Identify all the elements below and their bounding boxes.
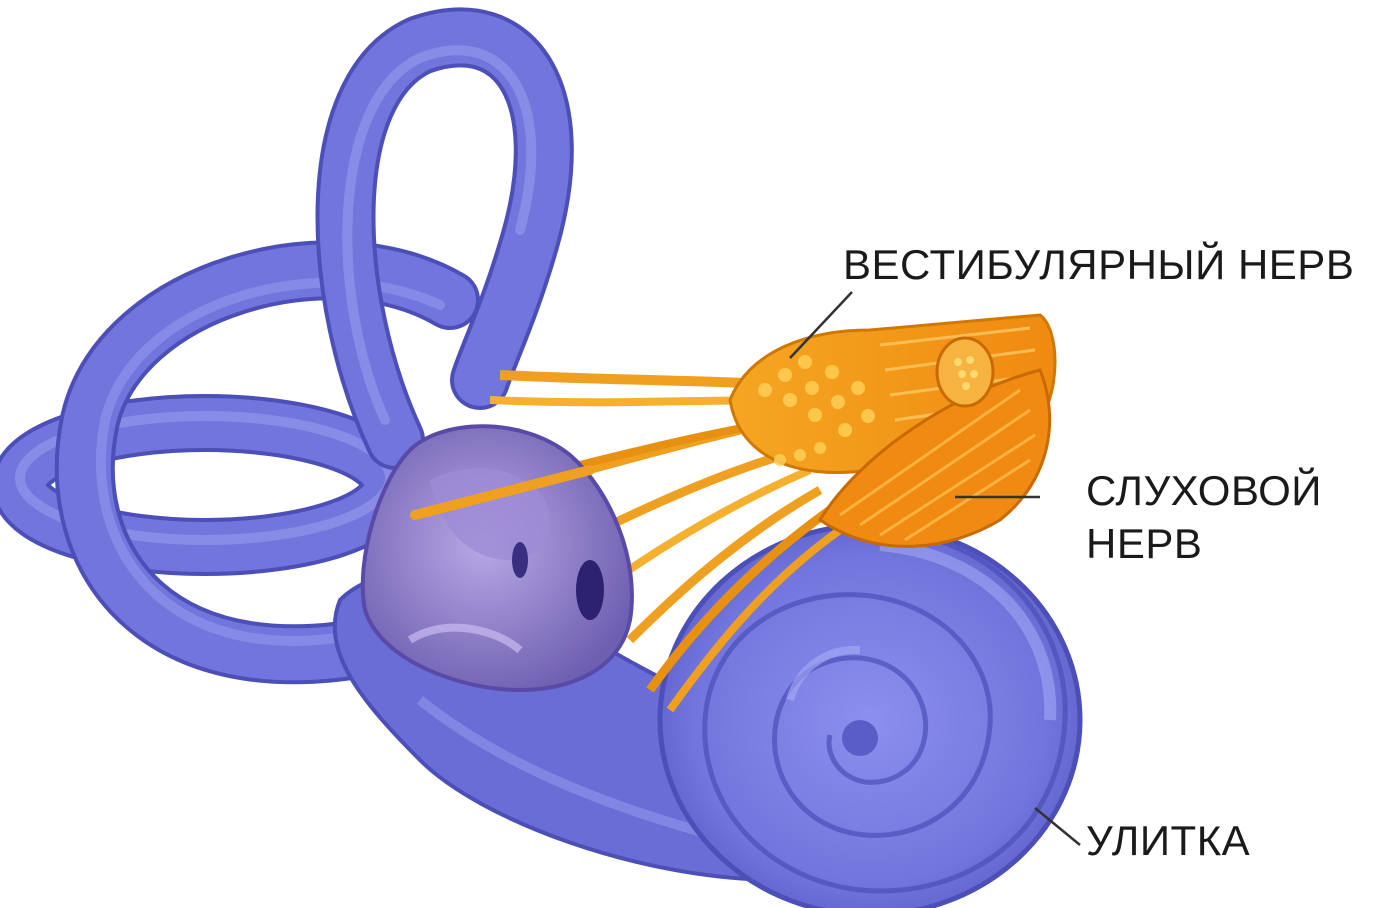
vestibule-cutaway xyxy=(363,426,632,690)
vestibular-nerve-label: ВЕСТИБУЛЯРНЫЙ НЕРВ xyxy=(843,239,1354,291)
auditory-nerve-label-line1: СЛУХОВОЙ xyxy=(1086,465,1322,517)
cochlea xyxy=(660,525,1080,908)
cochlea-label: УЛИТКА xyxy=(1086,815,1250,867)
auditory-nerve-label-line2: НЕРВ xyxy=(1086,518,1202,570)
